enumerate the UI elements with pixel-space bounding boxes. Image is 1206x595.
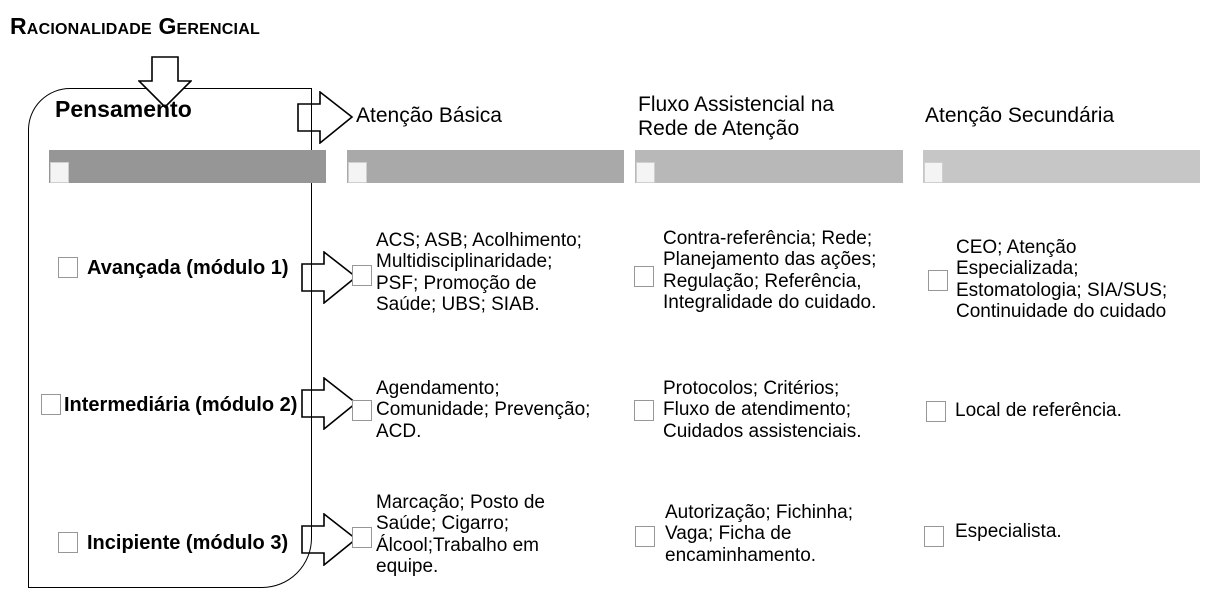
- checkbox-cell[interactable]: [352, 400, 372, 421]
- right-arrow-icon: [297, 91, 354, 144]
- checkbox-incipiente[interactable]: [58, 532, 78, 553]
- cell-intermediaria-atencao-basica: Agendamento; Comunidade; Prevenção; ACD.: [376, 378, 591, 442]
- bar-marker: [924, 162, 943, 183]
- diagram-title: Racionalidade Gerencial: [10, 13, 260, 39]
- checkbox-cell[interactable]: [634, 266, 654, 287]
- cell-intermediaria-secundaria: Local de referência.: [955, 400, 1122, 421]
- checkbox-cell[interactable]: [924, 526, 944, 547]
- bar-fluxo-assistencial: [635, 150, 903, 183]
- right-arrow-icon: [301, 251, 358, 304]
- checkbox-cell[interactable]: [928, 270, 948, 291]
- checkbox-cell[interactable]: [634, 400, 654, 421]
- cell-intermediaria-fluxo: Protocolos; Critérios; Fluxo de atendime…: [663, 378, 862, 442]
- cell-incipiente-atencao-basica: Marcação; Posto de Saúde; Cigarro; Álcoo…: [376, 492, 545, 577]
- bar-marker: [636, 162, 655, 183]
- cell-avancada-atencao-basica: ACS; ASB; Acolhimento; Multidisciplinari…: [376, 230, 582, 315]
- checkbox-cell[interactable]: [352, 527, 372, 548]
- checkbox-intermediaria[interactable]: [41, 394, 61, 415]
- bar-pensamento: [49, 150, 326, 183]
- cell-incipiente-secundaria: Especialista.: [955, 521, 1062, 542]
- bar-marker: [50, 162, 69, 183]
- cell-incipiente-fluxo: Autorização; Fichinha; Vaga; Ficha de en…: [665, 502, 853, 566]
- column-header-atencao-basica: Atenção Básica: [356, 104, 502, 127]
- checkbox-cell[interactable]: [635, 526, 655, 547]
- column-header-atencao-secundaria: Atenção Secundária: [925, 104, 1115, 127]
- column-header-fluxo-assistencial: Fluxo Assistencial na Rede de Atenção: [638, 93, 835, 140]
- checkbox-cell[interactable]: [926, 401, 946, 422]
- row-label-intermediaria: Intermediária (módulo 2): [64, 394, 298, 416]
- cell-avancada-fluxo: Contra-referência; Rede; Planejamento da…: [663, 228, 877, 313]
- right-arrow-icon: [301, 377, 358, 430]
- down-arrow-icon: [138, 56, 192, 108]
- checkbox-avancada[interactable]: [58, 257, 78, 278]
- cell-avancada-secundaria: CEO; Atenção Especializada; Estomatologi…: [956, 237, 1168, 322]
- row-label-avancada: Avançada (módulo 1): [87, 257, 289, 279]
- bar-atencao-basica: [347, 150, 624, 183]
- row-label-incipiente: Incipiente (módulo 3): [87, 532, 289, 554]
- bar-atencao-secundaria: [923, 150, 1200, 183]
- right-arrow-icon: [301, 513, 358, 566]
- checkbox-cell[interactable]: [352, 265, 372, 286]
- bar-marker: [348, 162, 367, 183]
- pensamento-label: Pensamento: [55, 96, 192, 122]
